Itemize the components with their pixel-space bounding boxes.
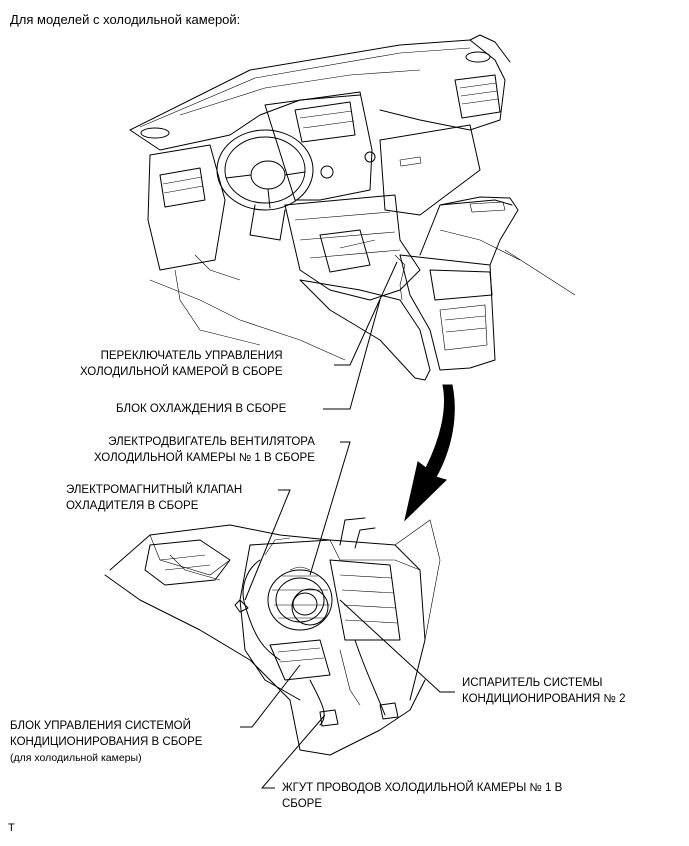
label-evaporator-line2: КОНДИЦИОНИРОВАНИЯ № 2 — [462, 693, 626, 705]
footer-code: T — [8, 822, 15, 834]
label-ecu-line2: КОНДИЦИОНИРОВАНИЯ В СБОРЕ — [10, 736, 203, 748]
label-cooling-unit: БЛОК ОХЛАЖДЕНИЯ В СБОРЕ — [116, 403, 287, 415]
page-title: Для моделей с холодильной камерой: — [10, 12, 241, 27]
label-harness: ЖГУТ ПРОВОДОВ ХОЛОДИЛЬНОЙ КАМЕРЫ № 1 В С… — [282, 780, 562, 812]
direction-arrow — [404, 384, 455, 522]
label-fan-motor-line1: ЭЛЕКТРОДВИГАТЕЛЬ ВЕНТИЛЯТОРА — [108, 436, 315, 448]
label-ecu-note: (для холодильной камеры) — [10, 752, 142, 764]
label-evaporator: ИСПАРИТЕЛЬ СИСТЕМЫ КОНДИЦИОНИРОВАНИЯ № 2 — [462, 675, 625, 707]
label-switch-line1: ПЕРЕКЛЮЧАТЕЛЬ УПРАВЛЕНИЯ — [100, 350, 283, 362]
label-switch-line2: ХОЛОДИЛЬНОЙ КАМЕРОЙ В СБОРЕ — [80, 366, 283, 378]
label-ecu-line1: БЛОК УПРАВЛЕНИЯ СИСТЕМОЙ — [10, 720, 191, 732]
label-evaporator-line1: ИСПАРИТЕЛЬ СИСТЕМЫ — [462, 677, 603, 689]
label-switch: ПЕРЕКЛЮЧАТЕЛЬ УПРАВЛЕНИЯ ХОЛОДИЛЬНОЙ КАМ… — [80, 348, 283, 380]
refrigerator-illustration — [104, 517, 441, 756]
label-harness-line1: ЖГУТ ПРОВОДОВ ХОЛОДИЛЬНОЙ КАМЕРЫ № 1 В — [282, 782, 563, 794]
dashboard-illustration — [129, 34, 576, 381]
label-fan-motor: ЭЛЕКТРОДВИГАТЕЛЬ ВЕНТИЛЯТОРА ХОЛОДИЛЬНОЙ… — [94, 434, 315, 466]
label-ecu: БЛОК УПРАВЛЕНИЯ СИСТЕМОЙ КОНДИЦИОНИРОВАН… — [10, 718, 202, 766]
label-solenoid-valve-line2: ОХЛАДИТЕЛЯ В СБОРЕ — [66, 500, 199, 512]
leader-lines — [240, 261, 455, 789]
label-solenoid-valve: ЭЛЕКТРОМАГНИТНЫЙ КЛАПАН ОХЛАДИТЕЛЯ В СБО… — [66, 482, 242, 514]
label-solenoid-valve-line1: ЭЛЕКТРОМАГНИТНЫЙ КЛАПАН — [66, 484, 243, 496]
label-fan-motor-line2: ХОЛОДИЛЬНОЙ КАМЕРЫ № 1 В СБОРЕ — [94, 452, 315, 464]
label-harness-line2: СБОРЕ — [282, 798, 323, 810]
